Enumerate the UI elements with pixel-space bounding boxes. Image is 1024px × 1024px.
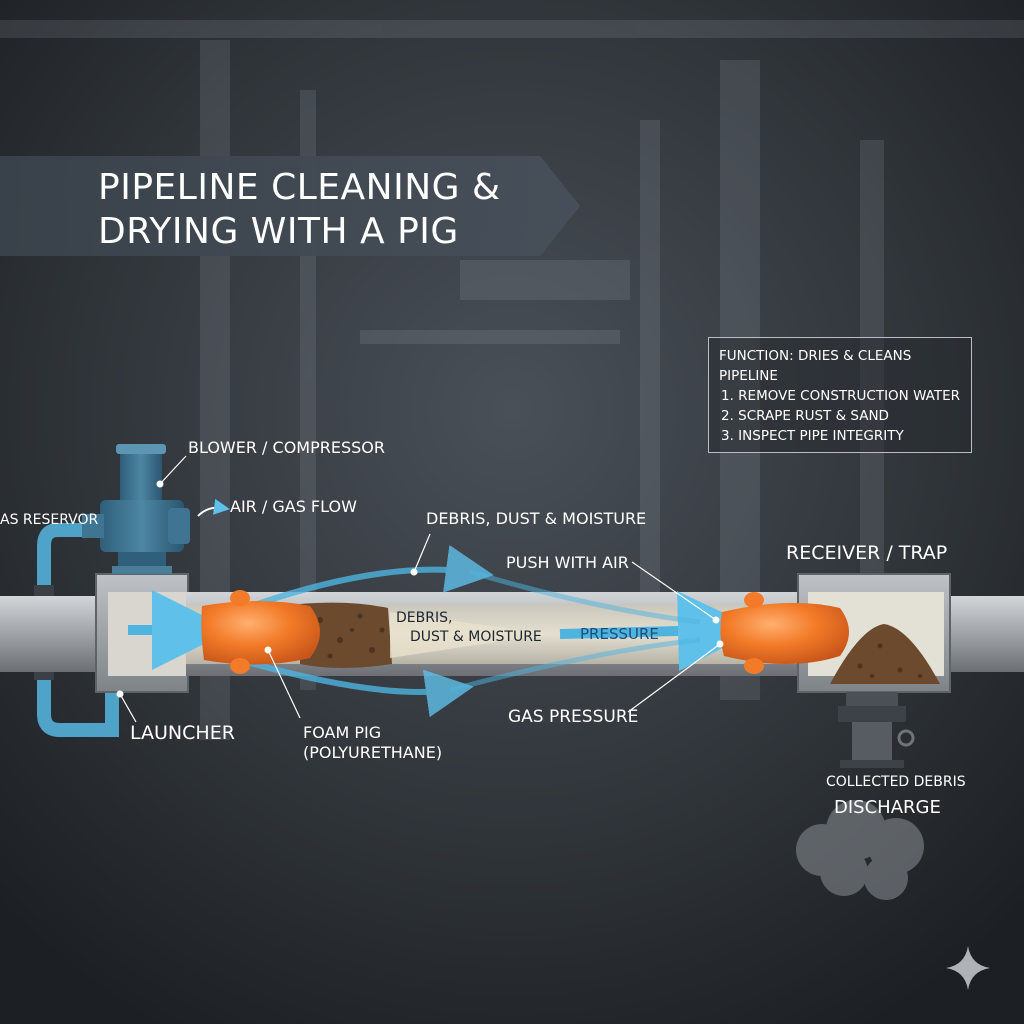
foam-pig-receiver bbox=[720, 592, 849, 674]
label-gas-reservoir: AS RESERVOR bbox=[0, 512, 99, 528]
title-line-1: PIPELINE CLEANING & bbox=[98, 167, 501, 208]
label-launcher: LAUNCHER bbox=[130, 722, 235, 744]
label-debris-inline-1: DEBRIS, bbox=[396, 610, 453, 626]
function-item-2: 2. SCRAPE RUST & SAND bbox=[721, 408, 889, 424]
function-heading-line-1: FUNCTION: DRIES & CLEANS bbox=[719, 348, 912, 364]
label-foam-pig-material: (POLYURETHANE) bbox=[303, 743, 443, 762]
label-receiver-trap: RECEIVER / TRAP bbox=[786, 542, 948, 564]
label-blower-compressor: BLOWER / COMPRESSOR bbox=[188, 438, 385, 457]
function-heading-line-2: PIPELINE bbox=[719, 368, 778, 384]
function-item-3: 3. INSPECT PIPE INTEGRITY bbox=[721, 428, 904, 444]
label-debris-top: DEBRIS, DUST & MOISTURE bbox=[426, 509, 647, 528]
label-gas-pressure: GAS PRESSURE bbox=[508, 707, 639, 727]
label-discharge: DISCHARGE bbox=[834, 797, 941, 818]
function-item-1: 1. REMOVE CONSTRUCTION WATER bbox=[721, 388, 961, 404]
label-collected-debris: COLLECTED DEBRIS bbox=[826, 774, 966, 790]
label-debris-inline-2: DUST & MOISTURE bbox=[410, 629, 542, 645]
label-pressure: PRESSURE bbox=[580, 625, 659, 643]
title-banner bbox=[0, 156, 580, 256]
label-push-with-air: PUSH WITH AIR bbox=[506, 553, 629, 572]
function-box: FUNCTION: DRIES & CLEANS PIPELINE 1. REM… bbox=[708, 337, 972, 453]
foam-pig-launcher bbox=[201, 590, 320, 674]
title-line-2: DRYING WITH A PIG bbox=[98, 211, 459, 252]
label-air-gas-flow: AIR / GAS FLOW bbox=[230, 497, 357, 516]
sparkle-icon bbox=[946, 946, 990, 990]
page-title: PIPELINE CLEANING & DRYING WITH A PIG bbox=[98, 166, 568, 254]
label-foam-pig: FOAM PIG bbox=[303, 723, 382, 742]
